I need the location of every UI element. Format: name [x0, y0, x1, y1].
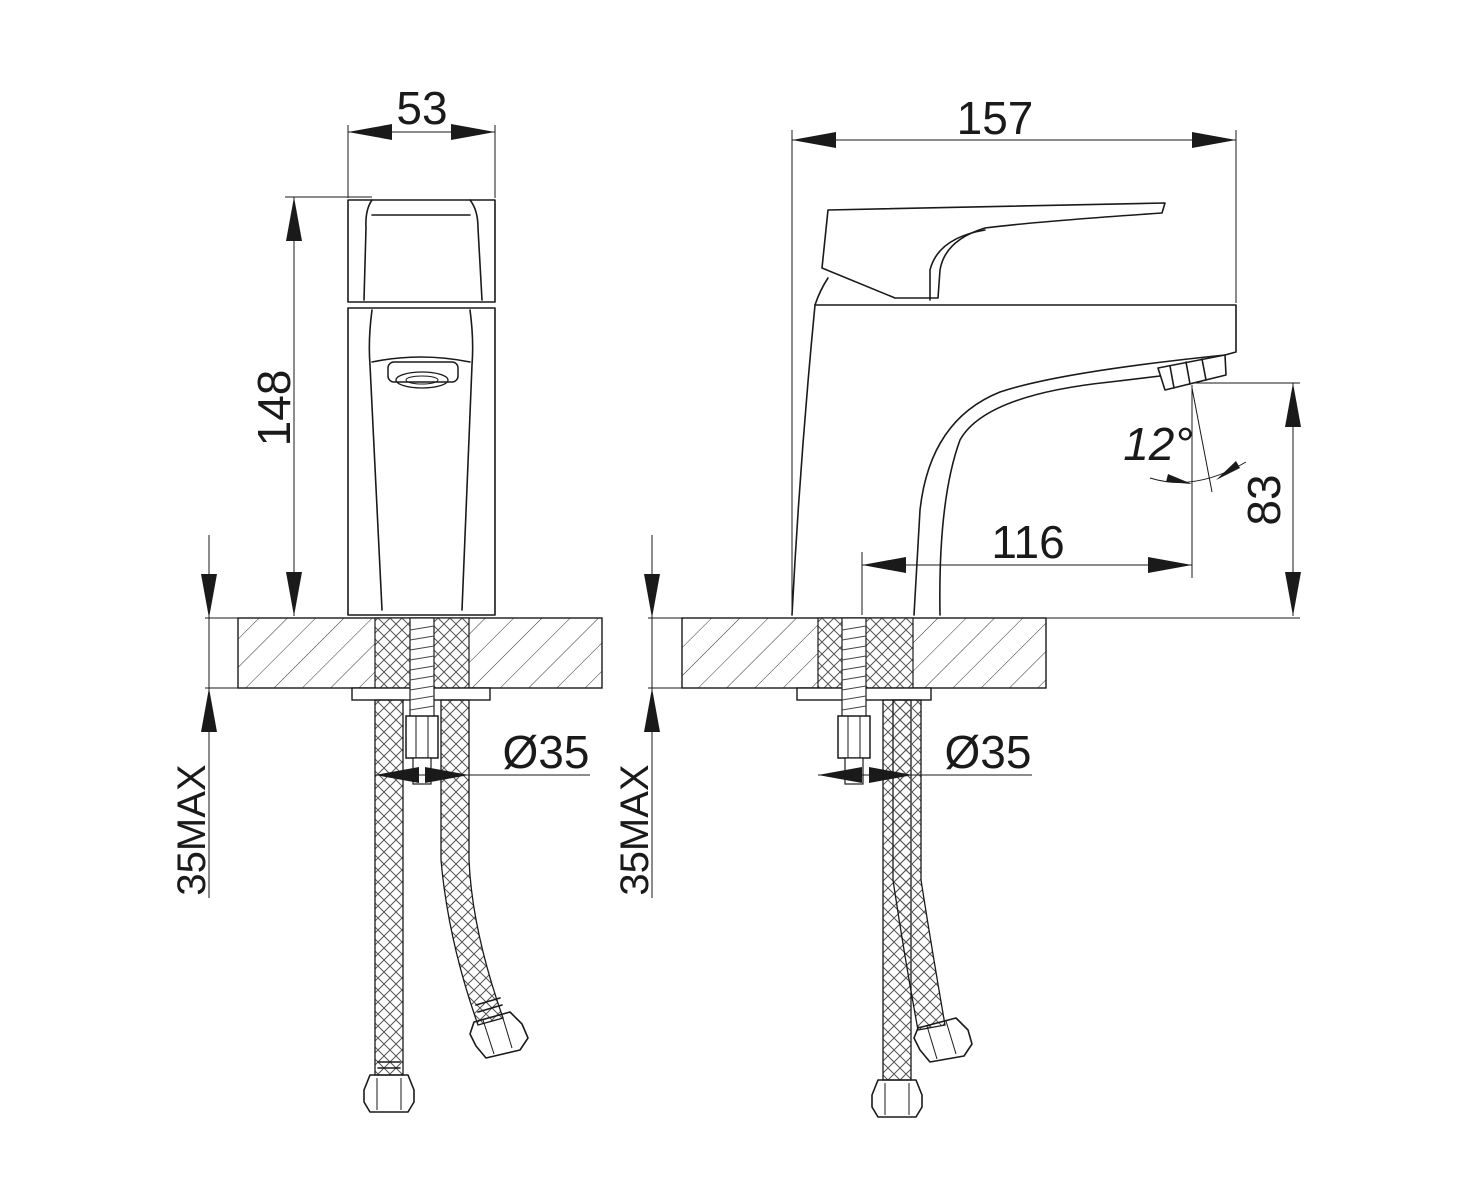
side-countertop [648, 617, 1300, 689]
front-mount-label: 35MAX [170, 764, 214, 895]
side-reach-label: 116 [991, 516, 1064, 568]
front-view: 53 148 35MAX Ø35 [170, 82, 603, 1113]
front-width-dimension: 53 [347, 82, 496, 198]
side-hole-dimension: Ø35 [818, 726, 1032, 783]
side-height-label: 83 [1238, 474, 1290, 525]
front-mount-dimension: 35MAX [170, 535, 217, 898]
side-faucet-body [791, 202, 1237, 616]
side-reach-dimension: 116 [861, 385, 1193, 615]
side-hole-label: Ø35 [945, 726, 1032, 778]
side-angle-dimension: 12° [1123, 387, 1247, 493]
front-width-label: 53 [396, 82, 447, 134]
front-hole-label: Ø35 [503, 726, 590, 778]
side-height-dimension: 83 [1195, 382, 1301, 616]
side-mounting-hardware [796, 617, 973, 1118]
side-mount-dimension: 35MAX [613, 535, 660, 898]
front-countertop [205, 617, 603, 689]
side-angle-label: 12° [1123, 418, 1193, 470]
side-length-dimension: 157 [791, 92, 1237, 615]
front-height-dimension: 148 [248, 196, 372, 616]
side-mount-label: 35MAX [613, 764, 657, 895]
front-height-label: 148 [248, 370, 300, 447]
front-mounting-hardware [351, 617, 529, 1113]
front-hole-dimension: Ø35 [375, 726, 590, 783]
side-view: 157 116 83 12° [613, 92, 1301, 1118]
side-length-label: 157 [957, 92, 1034, 144]
front-faucet-body [347, 199, 496, 616]
